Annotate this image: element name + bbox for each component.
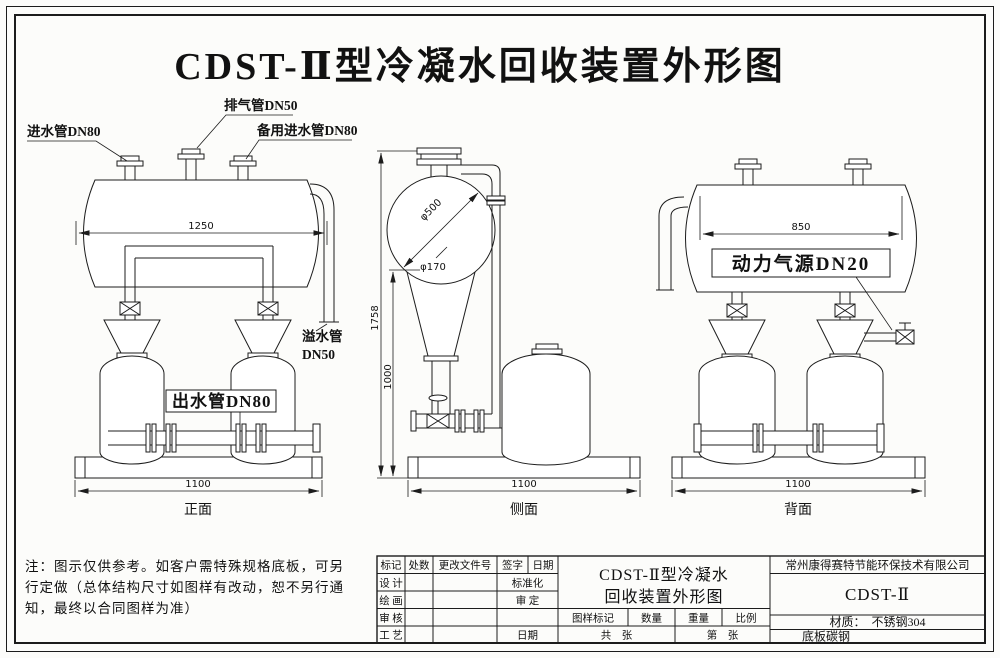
- note-block: 注：图示仅供参考。如客户需特殊规格底板，可另 行定做（总体结构尺寸如图样有改动，…: [25, 558, 344, 616]
- th-quantity: 数量: [641, 612, 662, 625]
- front-top-nozzles: [116, 148, 257, 180]
- back-valves: [726, 292, 856, 320]
- label-inlet-pipe: 进水管DN80: [27, 123, 101, 139]
- revision-header-row: 标记 处数 更改文件号 签字 日期: [381, 559, 554, 572]
- side-lower-tank: [501, 343, 591, 466]
- drawing-title: CDST-Ⅱ型冷凝水回收装置外形图: [174, 46, 786, 88]
- front-view: 1250 1100 进水管DN80 排气管DN50 备用进水管DN80 溢水管 …: [27, 97, 358, 518]
- back-dim-tank-length: 850: [699, 196, 903, 240]
- note-line-2: 行定做（总体结构尺寸如图样有改动，恕不另行通: [25, 580, 344, 595]
- label-spare-inlet-pipe: 备用进水管DN80: [256, 122, 358, 138]
- side-top-piping: [416, 147, 506, 428]
- back-overflow-pipe: [656, 196, 689, 291]
- th-drawing-mark: 图样标记: [572, 612, 614, 625]
- dim-1250: 1250: [188, 221, 213, 232]
- th-mark: 标记: [381, 560, 402, 572]
- label-overflow-pipe-2: DN50: [302, 347, 335, 362]
- role-rows: 设 计 标准化 绘 画 审 定 审 核 工 艺 日期: [379, 577, 544, 642]
- dim-850: 850: [791, 222, 810, 233]
- company-cells: 常州康得赛特节能环保技术有限公司 CDST-Ⅱ 材质： 不锈钢304 底板碳钢: [786, 558, 970, 644]
- dim-height-1000: 1000: [383, 364, 394, 389]
- back-cone-reducers: [708, 319, 874, 360]
- front-overflow-pipe: [309, 183, 339, 323]
- note-line-1: 注：图示仅供参考。如客户需特殊规格底板，可另: [25, 558, 344, 574]
- side-cone-reducer: [406, 271, 476, 357]
- tb-drawing-title-1: CDST-Ⅱ型冷凝水: [599, 566, 729, 584]
- front-dim-tank-length: 1250: [75, 221, 328, 245]
- tb-sheets-page: 第 张: [707, 629, 739, 642]
- dim-back-1100: 1100: [785, 479, 810, 490]
- front-internal-manifold: [124, 245, 274, 302]
- role-standardize: 标准化: [512, 577, 544, 590]
- label-outlet-pipe: 出水管DN80: [172, 391, 272, 411]
- th-sign: 签字: [502, 559, 523, 572]
- info-header-row: 图样标记 数量 重量 比例: [572, 612, 757, 625]
- tb-company: 常州康得赛特节能环保技术有限公司: [786, 558, 970, 572]
- front-valves: [119, 301, 279, 320]
- dim-front-1100: 1100: [185, 479, 210, 490]
- side-view: φ500 φ170 1758 1000 1100 侧面: [370, 147, 641, 518]
- role-draw: 绘 画: [379, 594, 403, 607]
- note-line-3: 知，最终以合同图样为准）: [25, 600, 199, 616]
- role-date: 日期: [517, 630, 538, 642]
- front-outlet-manifold: [108, 423, 321, 453]
- side-dim-heights: 1758 1000: [370, 150, 420, 479]
- th-count: 处数: [409, 559, 430, 572]
- th-date: 日期: [533, 560, 554, 572]
- back-top-nozzles: [734, 158, 872, 185]
- dim-dia-170: φ170: [420, 262, 446, 273]
- role-design: 设 计: [379, 577, 403, 590]
- label-air-supply: 动力气源DN20: [732, 252, 870, 275]
- label-vent-pipe: 排气管DN50: [224, 97, 298, 113]
- back-air-callout: 动力气源DN20: [711, 248, 893, 331]
- back-air-valve: [864, 322, 915, 345]
- front-view-caption: 正面: [184, 503, 212, 518]
- role-check: 审 核: [379, 612, 403, 625]
- side-valve-assembly: [410, 361, 502, 433]
- th-scale: 比例: [736, 612, 757, 625]
- tb-material: 材质： 不锈钢304: [829, 615, 925, 629]
- back-view-caption: 背面: [784, 502, 812, 518]
- tb-model: CDST-Ⅱ: [845, 585, 910, 604]
- role-approve: 审 定: [516, 594, 540, 607]
- tb-base-material: 底板碳钢: [802, 629, 850, 644]
- th-weight: 重量: [688, 612, 709, 625]
- dim-side-1100: 1100: [511, 479, 536, 490]
- side-dim-base: 1100: [407, 479, 641, 497]
- drawing-name-cell: CDST-Ⅱ型冷凝水 回收装置外形图: [599, 566, 729, 606]
- front-callouts: 进水管DN80 排气管DN50 备用进水管DN80 溢水管 DN50 出水管DN…: [27, 97, 358, 429]
- th-doc-no: 更改文件号: [439, 559, 492, 572]
- back-view: 850 动力气源DN20 1100 背面: [656, 158, 926, 518]
- role-craft: 工 艺: [379, 630, 403, 642]
- sheet-count-row: 共 张 第 张: [601, 629, 739, 642]
- dim-height-1758: 1758: [370, 305, 381, 330]
- front-cone-reducers: [103, 319, 292, 359]
- label-overflow-pipe-1: 溢水管: [302, 328, 343, 344]
- tb-drawing-title-2: 回收装置外形图: [604, 588, 723, 606]
- tb-sheets-total: 共 张: [601, 630, 633, 642]
- back-dim-base: 1100: [671, 479, 926, 497]
- front-dim-base: 1100: [74, 479, 323, 497]
- back-lower-tanks: [698, 355, 884, 465]
- title-block: 标记 处数 更改文件号 签字 日期 设 计 标准化 绘 画 审 定 审 核 工 …: [376, 555, 986, 644]
- back-outlet-manifold: [693, 423, 885, 453]
- side-view-caption: 侧面: [510, 502, 538, 518]
- front-tank-shell: [83, 179, 319, 288]
